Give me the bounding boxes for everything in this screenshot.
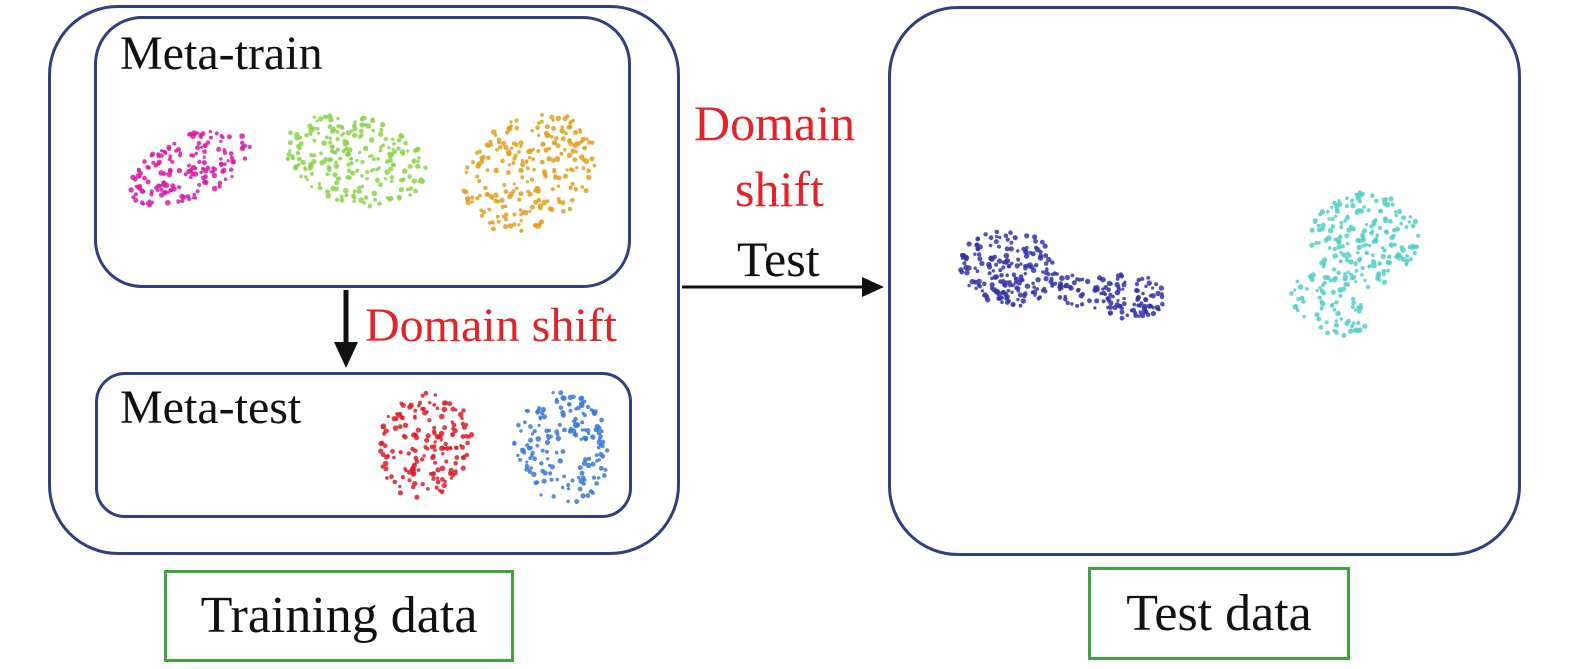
- domain-shift-label: Domain shift: [365, 299, 617, 352]
- meta-test-box: [95, 372, 632, 518]
- meta-train-box: [94, 16, 631, 288]
- training-data-caption: Training data: [164, 570, 514, 662]
- test-data-caption: Test data: [1088, 567, 1350, 660]
- test-arrow-label: Test: [737, 231, 820, 287]
- meta-train-label: Meta-train: [120, 27, 323, 80]
- domain-shift-label-line1: Domain: [694, 95, 856, 151]
- meta-test-label: Meta-test: [120, 381, 302, 434]
- test-data-panel: [888, 6, 1521, 556]
- training-data-panel: [48, 5, 680, 555]
- domain-shift-label-line2: shift: [735, 161, 824, 217]
